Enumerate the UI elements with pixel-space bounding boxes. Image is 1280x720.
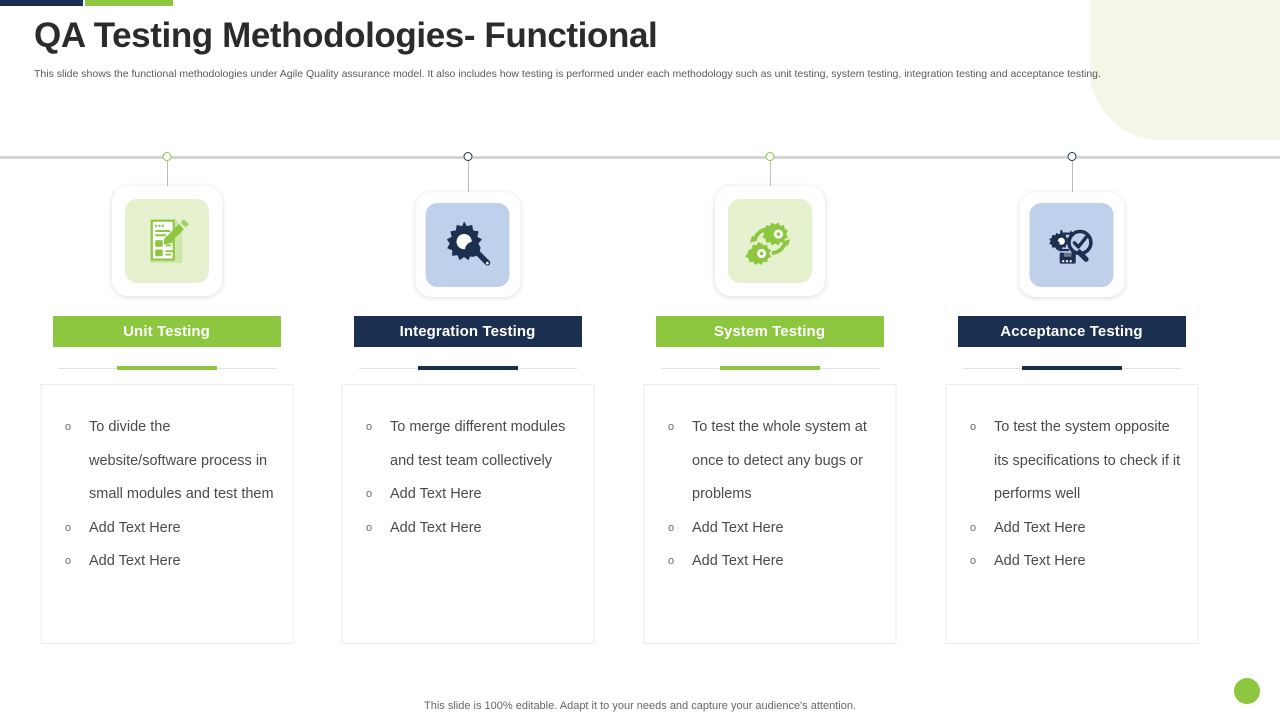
divider-accent xyxy=(417,366,518,370)
bullet-item: o To divide the website/software process… xyxy=(49,411,282,512)
bullet-item: o To test the system opposite its specif… xyxy=(954,411,1187,512)
bullet-item: o Add Text Here xyxy=(350,478,583,512)
bullet-item: o Add Text Here xyxy=(652,512,885,546)
banner-label: Integration Testing xyxy=(399,323,536,340)
bullet-marker: o xyxy=(65,555,72,567)
gear-wrench-icon xyxy=(425,202,510,287)
banner-acceptance-testing[interactable]: Acceptance Testing xyxy=(957,316,1186,347)
icon-card-acceptance-testing[interactable] xyxy=(1019,192,1124,297)
timeline-connector xyxy=(769,161,771,193)
bullet-marker: o xyxy=(668,555,675,567)
timeline-rule xyxy=(0,156,1280,159)
divider-accent xyxy=(1021,366,1122,370)
bullet-marker: o xyxy=(970,521,977,534)
decorative-green-dot xyxy=(1234,678,1260,704)
bullet-list: o To test the whole system at once to de… xyxy=(652,411,885,579)
bullet-item: o Add Text Here xyxy=(954,512,1187,546)
content-box-system-testing: o To test the whole system at once to de… xyxy=(643,384,896,644)
decorative-corner-shape xyxy=(1090,0,1280,140)
slide-header: QA Testing Methodologies- Functional Thi… xyxy=(34,16,1139,82)
bullet-list: o To divide the website/software process… xyxy=(49,411,282,579)
checklist-document-pencil-icon xyxy=(124,199,209,283)
banner-label: System Testing xyxy=(713,323,826,340)
bullet-item: o To test the whole system at once to de… xyxy=(652,411,885,512)
bullet-text: To divide the website/software process i… xyxy=(89,419,274,502)
divider-accent xyxy=(719,366,820,370)
timeline-connector xyxy=(166,161,168,193)
content-box-unit-testing: o To divide the website/software process… xyxy=(40,384,293,644)
bullet-list: o To test the system opposite its specif… xyxy=(954,411,1187,579)
bullet-text: Add Text Here xyxy=(692,553,784,569)
banner-label: Unit Testing xyxy=(123,323,210,340)
page-title: QA Testing Methodologies- Functional xyxy=(34,16,658,55)
banner-label: Acceptance Testing xyxy=(1000,323,1143,340)
top-accent-bar-green xyxy=(85,0,173,6)
bullet-marker: o xyxy=(970,555,977,567)
icon-card-system-testing[interactable] xyxy=(714,186,825,296)
banner-divider xyxy=(660,366,879,371)
bullet-text: Add Text Here xyxy=(89,519,181,536)
timeline-node-system-testing xyxy=(765,152,774,161)
banner-divider xyxy=(962,366,1181,371)
bullet-marker: o xyxy=(668,421,675,433)
bullet-item: o Add Text Here xyxy=(350,512,583,546)
bullet-marker: o xyxy=(366,521,373,534)
timeline-connector xyxy=(1071,161,1073,193)
bullet-item: o Add Text Here xyxy=(954,545,1187,579)
timeline-node-unit-testing xyxy=(162,152,171,161)
bullet-marker: o xyxy=(970,421,977,433)
top-accent-bar-navy xyxy=(0,0,83,6)
icon-card-integration-testing[interactable] xyxy=(415,192,520,297)
banner-system-testing[interactable]: System Testing xyxy=(655,316,884,347)
banner-divider xyxy=(57,366,276,371)
slide-subtitle: This slide shows the functional methodol… xyxy=(34,68,1101,81)
magnifier-check-box-icon xyxy=(1029,202,1114,287)
bullet-list: o To merge different modules and test te… xyxy=(350,411,583,545)
bullet-marker: o xyxy=(65,521,72,534)
content-box-integration-testing: o To merge different modules and test te… xyxy=(341,384,594,644)
bullet-text: To test the system opposite its specific… xyxy=(994,419,1181,502)
bullet-marker: o xyxy=(668,521,675,534)
bullet-marker: o xyxy=(366,488,373,500)
bullet-text: To merge different modules and test team… xyxy=(390,419,566,469)
bullet-item: o Add Text Here xyxy=(49,512,282,546)
banner-unit-testing[interactable]: Unit Testing xyxy=(52,316,281,347)
icon-card-unit-testing[interactable] xyxy=(111,186,222,296)
bullet-text: Add Text Here xyxy=(390,486,482,502)
two-gears-refresh-icon xyxy=(727,199,812,283)
bullet-item: o To merge different modules and test te… xyxy=(350,411,583,478)
bullet-text: Add Text Here xyxy=(390,519,482,536)
bullet-text: To test the whole system at once to dete… xyxy=(692,419,867,502)
bullet-text: Add Text Here xyxy=(692,519,784,536)
bullet-text: Add Text Here xyxy=(994,519,1086,536)
timeline-node-integration-testing xyxy=(463,152,472,161)
bullet-item: o Add Text Here xyxy=(49,545,282,579)
bullet-marker: o xyxy=(65,421,72,433)
timeline-node-acceptance-testing xyxy=(1067,152,1076,161)
bullet-marker: o xyxy=(366,421,373,433)
footer-note: This slide is 100% editable. Adapt it to… xyxy=(424,700,856,712)
bullet-text: Add Text Here xyxy=(89,553,181,569)
bullet-item: o Add Text Here xyxy=(652,545,885,579)
bullet-text: Add Text Here xyxy=(994,553,1086,569)
banner-integration-testing[interactable]: Integration Testing xyxy=(353,316,582,347)
banner-divider xyxy=(358,366,577,371)
content-box-acceptance-testing: o To test the system opposite its specif… xyxy=(945,384,1198,644)
timeline-connector xyxy=(467,161,469,193)
divider-accent xyxy=(116,366,217,370)
